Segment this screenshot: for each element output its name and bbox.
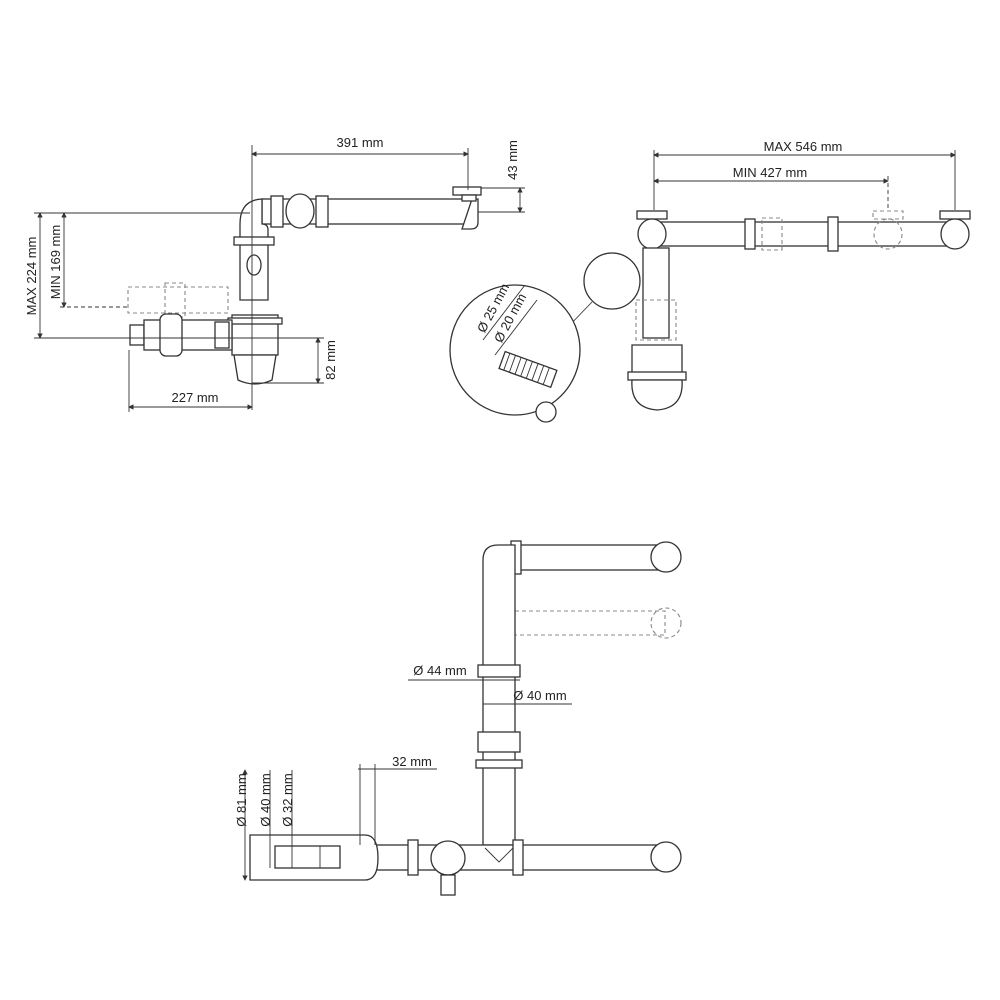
top-upper-pipe	[510, 540, 682, 575]
dim-min-height-label: MIN 169 mm	[48, 225, 63, 299]
dim-trap-height-label: 82 mm	[323, 340, 338, 380]
top-lower-pipe	[374, 839, 682, 896]
top-dashed-pipe	[514, 607, 682, 639]
front-sink-outlet-left	[636, 210, 668, 250]
side-trap	[227, 314, 283, 385]
dim-pipe-diameter-label: Ø 40 mm	[513, 688, 566, 703]
detail-marker-circle	[583, 252, 641, 310]
top-view: Ø 44 mm Ø 40 mm 32 mm Ø 81 mm Ø 40 mm Ø …	[234, 540, 682, 896]
front-sink-outlet-min-dashed	[872, 210, 904, 250]
top-vertical-pipe	[475, 544, 523, 846]
side-outlet-pipe	[129, 313, 233, 357]
front-horizontal-pipe	[659, 216, 956, 252]
side-dimensions	[34, 145, 525, 412]
dim-inner-diameter-label: Ø 32 mm	[280, 773, 295, 826]
dim-max-height-label: MAX 224 mm	[24, 237, 39, 316]
dim-outlet-height-label: 43 mm	[505, 140, 520, 180]
front-dimensions	[653, 150, 956, 210]
side-elbow-and-riser	[233, 198, 275, 301]
front-view: MAX 546 mm MIN 427 mm Ø 25 mm Ø 20 mm	[449, 139, 971, 423]
side-horizontal-pipe	[261, 186, 482, 230]
dim-outlet-diameter-label: Ø 40 mm	[258, 773, 273, 826]
detail-magnifier	[449, 284, 581, 423]
dim-max-width-label: MAX 546 mm	[764, 139, 843, 154]
side-dashed-outlet-pipe	[127, 282, 229, 318]
overflow-connector	[246, 254, 262, 276]
dim-outer-diameter-label: Ø 44 mm	[413, 663, 466, 678]
top-dimensions	[242, 679, 572, 881]
front-riser-and-trap	[627, 247, 687, 411]
dim-depth-label: 227 mm	[172, 390, 219, 405]
top-outlet-cup	[249, 834, 379, 881]
front-sink-outlet-max	[939, 210, 971, 250]
dim-offset-label: 32 mm	[392, 754, 432, 769]
dim-min-width-label: MIN 427 mm	[733, 165, 807, 180]
dim-cup-diameter-label: Ø 81 mm	[234, 773, 249, 826]
side-view: 391 mm 43 mm MAX 224 mm MIN 169 mm 82 mm…	[24, 135, 525, 412]
dim-length-label: 391 mm	[337, 135, 384, 150]
